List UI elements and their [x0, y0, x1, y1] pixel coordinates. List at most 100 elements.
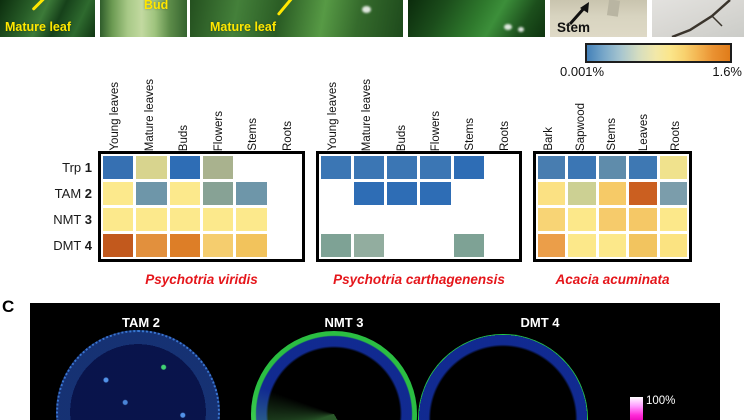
heatmap-cell: [568, 182, 596, 205]
heatmap-grid: [538, 156, 687, 257]
heatmap-cell: [103, 208, 134, 231]
heatmap-grid: [321, 156, 517, 257]
heatmap-cell: [486, 208, 517, 231]
heatmap-cell: [321, 234, 352, 257]
heatmap-cell: [568, 234, 596, 257]
row-label: NMT 3: [53, 211, 92, 227]
heatmap-cell: [420, 208, 451, 231]
column-label: Stems: [247, 118, 260, 151]
colorbar-max-label: 1.6%: [712, 64, 742, 79]
heatmap-cell: [629, 182, 657, 205]
column-label: Flowers: [430, 110, 443, 151]
column-label: Buds: [178, 124, 191, 151]
heatmap-box: [98, 151, 305, 262]
heatmap-cell: [169, 156, 200, 179]
branch-icon: [671, 0, 731, 37]
highlight: [362, 6, 371, 13]
heatmap-cell: [486, 156, 517, 179]
heatmap-cell: [136, 182, 167, 205]
row-labels: Trp 1 TAM 2 NMT 3 DMT 4: [28, 154, 92, 258]
heatmap-cell: [321, 182, 352, 205]
panel-c-label: C: [2, 297, 15, 316]
heatmap-cell: [629, 234, 657, 257]
heatmap-cell: [203, 208, 234, 231]
stem-arrow-icon: [568, 2, 589, 25]
column-label: Stems: [464, 118, 477, 151]
heatmap-cell: [629, 156, 657, 179]
photo-bud: Bud: [100, 0, 187, 37]
heatmap-cell: [269, 156, 300, 179]
heatmap-cell: [486, 234, 517, 257]
heatmap-cell: [236, 208, 267, 231]
heatmap-cell: [354, 234, 385, 257]
column-label: Roots: [498, 120, 511, 151]
heatmap-cell: [103, 234, 134, 257]
photo-branch: [652, 0, 744, 37]
heatmap-cell: [354, 182, 385, 205]
heatmap-cell: [453, 234, 484, 257]
column-label: Flowers: [212, 110, 225, 151]
column-label: Sapwood: [574, 103, 587, 151]
heatmap-cell: [236, 234, 267, 257]
heatmap-grid: [103, 156, 300, 257]
colorbar-min-label: 0.001%: [560, 64, 605, 79]
heatmap-cell: [136, 234, 167, 257]
heatmap-cell: [169, 182, 200, 205]
column-label: Young leaves: [327, 82, 340, 151]
heatmap-cell: [169, 208, 200, 231]
species-caption: Acacia acuminata: [555, 272, 670, 287]
heatmap-cell: [136, 156, 167, 179]
heatmap-cell: [538, 208, 566, 231]
heatmap-cell: [659, 182, 687, 205]
heatmap-cell: [538, 234, 566, 257]
heatmap-cell: [453, 208, 484, 231]
row-label: DMT 4: [53, 237, 92, 253]
heatmap-cell: [598, 208, 627, 231]
heatmap-cell: [321, 156, 352, 179]
species-caption: Psychotria viridis: [145, 272, 258, 287]
highlight: [504, 24, 512, 30]
heatmap-cell: [103, 182, 134, 205]
msi-cross-section-nmt3: [251, 331, 417, 420]
row-label: Trp 1: [62, 159, 92, 175]
heatmap-cell: [420, 182, 451, 205]
heatmap-box: [316, 151, 522, 262]
heatmap-cell: [659, 156, 687, 179]
highlight: [518, 27, 524, 32]
heatmap-cell: [568, 156, 596, 179]
heatmap-cell: [387, 156, 418, 179]
photo-leaf-closeup: [408, 0, 545, 37]
heatmap-cell: [354, 208, 385, 231]
column-label: Stems: [606, 118, 619, 151]
leaf-pointer-line-icon: [276, 0, 294, 16]
heatmap-cell: [321, 208, 352, 231]
msi-cross-section-tam2: [56, 330, 220, 420]
heatmap-cell: [568, 208, 596, 231]
heatmap-cell: [387, 182, 418, 205]
msi-title-dmt4: DMT 4: [520, 315, 560, 330]
msi-title-tam2: TAM 2: [121, 315, 161, 330]
heatmap-cell: [486, 182, 517, 205]
msi-cross-section-dmt4: [418, 334, 588, 420]
stem-fragment: [606, 0, 621, 17]
column-label: Roots: [281, 120, 294, 151]
heatmap-cell: [203, 234, 234, 257]
photo-mature-leaf-2: Mature leaf: [190, 0, 403, 37]
heatmap-cell: [203, 156, 234, 179]
heatmap-cell: [538, 182, 566, 205]
heatmap-box: [533, 151, 692, 262]
row-label: TAM 2: [54, 185, 92, 201]
heatmap-cell: [420, 156, 451, 179]
photo-mature-leaf-1: Mature leaf: [0, 0, 95, 37]
msi-title-nmt3: NMT 3: [324, 315, 364, 330]
column-label: Mature leaves: [361, 78, 374, 151]
species-caption: Psychotria carthagenensis: [333, 272, 505, 287]
panel-c-msi-images: TAM 2 NMT 3 DMT 4 100%: [30, 303, 720, 420]
heatmap-cell: [236, 156, 267, 179]
